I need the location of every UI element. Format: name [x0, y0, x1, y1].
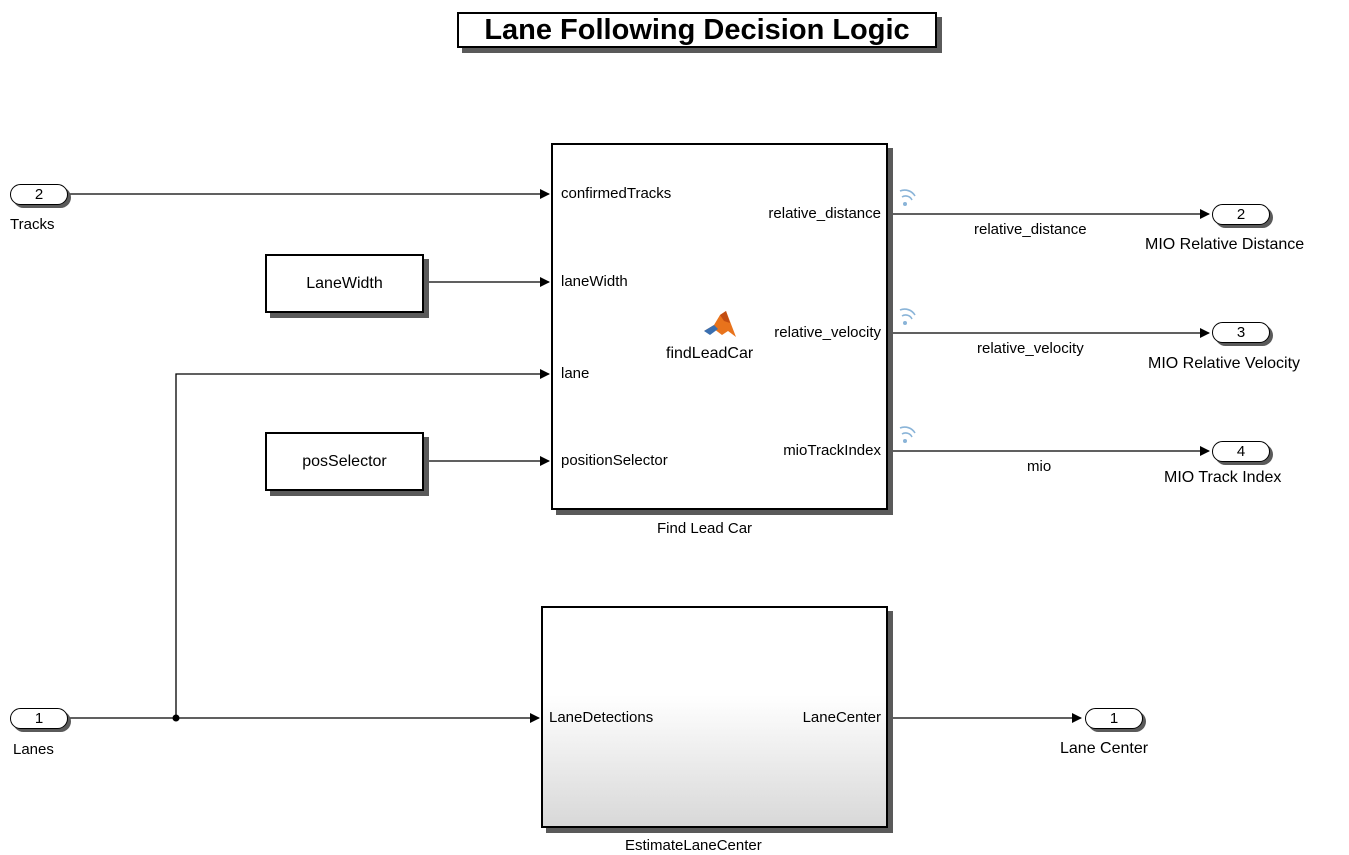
outport-number: 4: [1236, 443, 1246, 460]
outport-number: 2: [1236, 206, 1246, 223]
outport-number: 3: [1236, 324, 1246, 341]
outport-mio-index[interactable]: 4: [1212, 441, 1270, 462]
constant-block-posselector[interactable]: posSelector: [265, 432, 424, 491]
inport-lanes-label: Lanes: [13, 741, 54, 758]
outport-lane-center-label: Lane Center: [1060, 740, 1149, 757]
inport-number: 1: [34, 710, 44, 727]
inport-tracks[interactable]: 2: [10, 184, 68, 205]
outport-lane-center[interactable]: 1: [1085, 708, 1143, 729]
outport-number: 1: [1109, 710, 1119, 727]
inport-lanes[interactable]: 1: [10, 708, 68, 729]
outport-mio-velocity[interactable]: 3: [1212, 322, 1270, 343]
wire-lane-branch: [175, 369, 550, 718]
constant-block-lanewidth[interactable]: LaneWidth: [265, 254, 424, 313]
port-label-lanecenter: LaneCenter: [802, 709, 881, 726]
estimate-lane-center-label: EstimateLaneCenter: [625, 837, 762, 854]
port-label-relative-velocity: relative_velocity: [774, 324, 881, 341]
signal-logging-icon: [899, 308, 916, 325]
signal-label-mio: mio: [1027, 458, 1052, 475]
estimate-lane-center-block[interactable]: [541, 606, 888, 828]
signal-label-relative-distance: relative_distance: [974, 221, 1087, 238]
find-lead-car-label: Find Lead Car: [657, 520, 753, 537]
inport-number: 2: [34, 186, 44, 203]
outport-mio-distance[interactable]: 2: [1212, 204, 1270, 225]
constant-value: posSelector: [302, 452, 387, 470]
branch-point: [172, 714, 180, 722]
port-label-lanedetections: LaneDetections: [549, 709, 654, 726]
signal-label-relative-velocity: relative_velocity: [977, 340, 1084, 357]
port-label-relative-distance: relative_distance: [768, 205, 881, 222]
outport-mio-distance-label: MIO Relative Distance: [1145, 236, 1305, 253]
port-label-lanewidth: laneWidth: [561, 273, 628, 290]
outport-mio-velocity-label: MIO Relative Velocity: [1148, 355, 1301, 372]
matlab-function-icon: [704, 311, 736, 337]
signal-logging-icon: [899, 426, 916, 443]
constant-value: LaneWidth: [306, 274, 383, 292]
outport-mio-index-label: MIO Track Index: [1164, 469, 1282, 486]
port-label-miotrackindex: mioTrackIndex: [783, 442, 881, 459]
signal-logging-icon: [899, 189, 916, 206]
port-label-confirmedtracks: confirmedTracks: [561, 185, 672, 202]
inport-tracks-label: Tracks: [10, 216, 55, 233]
diagram-title: Lane Following Decision Logic: [457, 12, 937, 48]
port-label-positionselector: positionSelector: [561, 452, 668, 469]
port-label-lane: lane: [561, 365, 590, 382]
function-name: findLeadCar: [666, 345, 754, 362]
